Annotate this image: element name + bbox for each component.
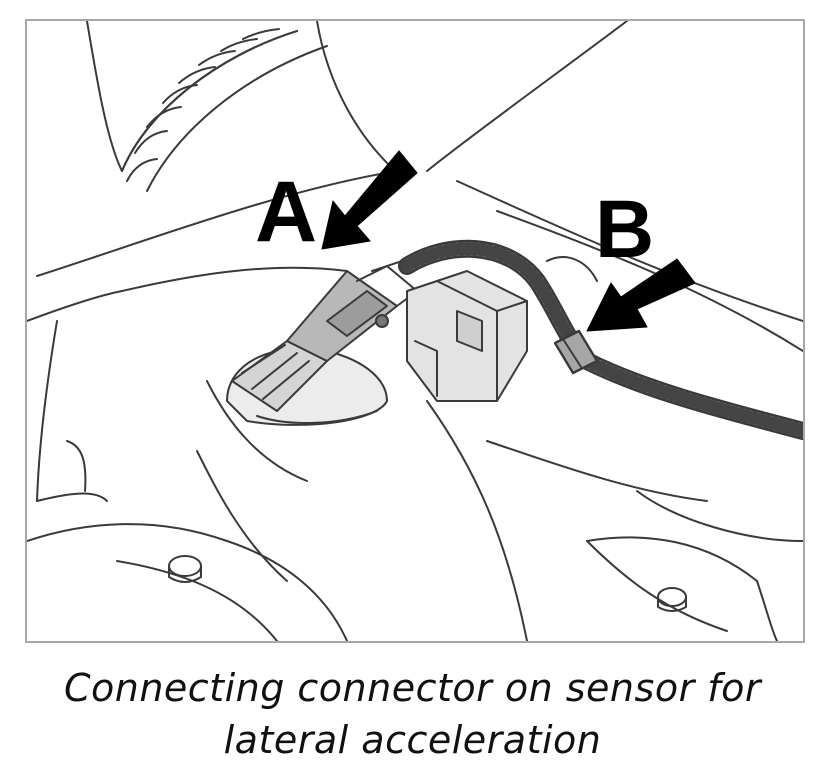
ribbed-housing <box>86 21 328 192</box>
arrow-b-icon <box>586 258 696 332</box>
sensor-illustration <box>27 21 803 641</box>
mounting-studs <box>168 555 687 612</box>
figure-frame: A B <box>25 19 805 643</box>
arrow-a-icon <box>321 150 418 250</box>
connector-block <box>406 270 528 402</box>
caption-line-1: Connecting connector on sensor for <box>63 666 762 710</box>
cable-clip-b <box>553 329 599 375</box>
sensor-connector-a <box>231 260 418 412</box>
figure-caption: Connecting connector on sensor for later… <box>0 662 825 766</box>
callout-label-b: B <box>595 184 655 275</box>
caption-line-2: lateral acceleration <box>223 718 602 762</box>
callout-label-a: A <box>255 164 318 260</box>
